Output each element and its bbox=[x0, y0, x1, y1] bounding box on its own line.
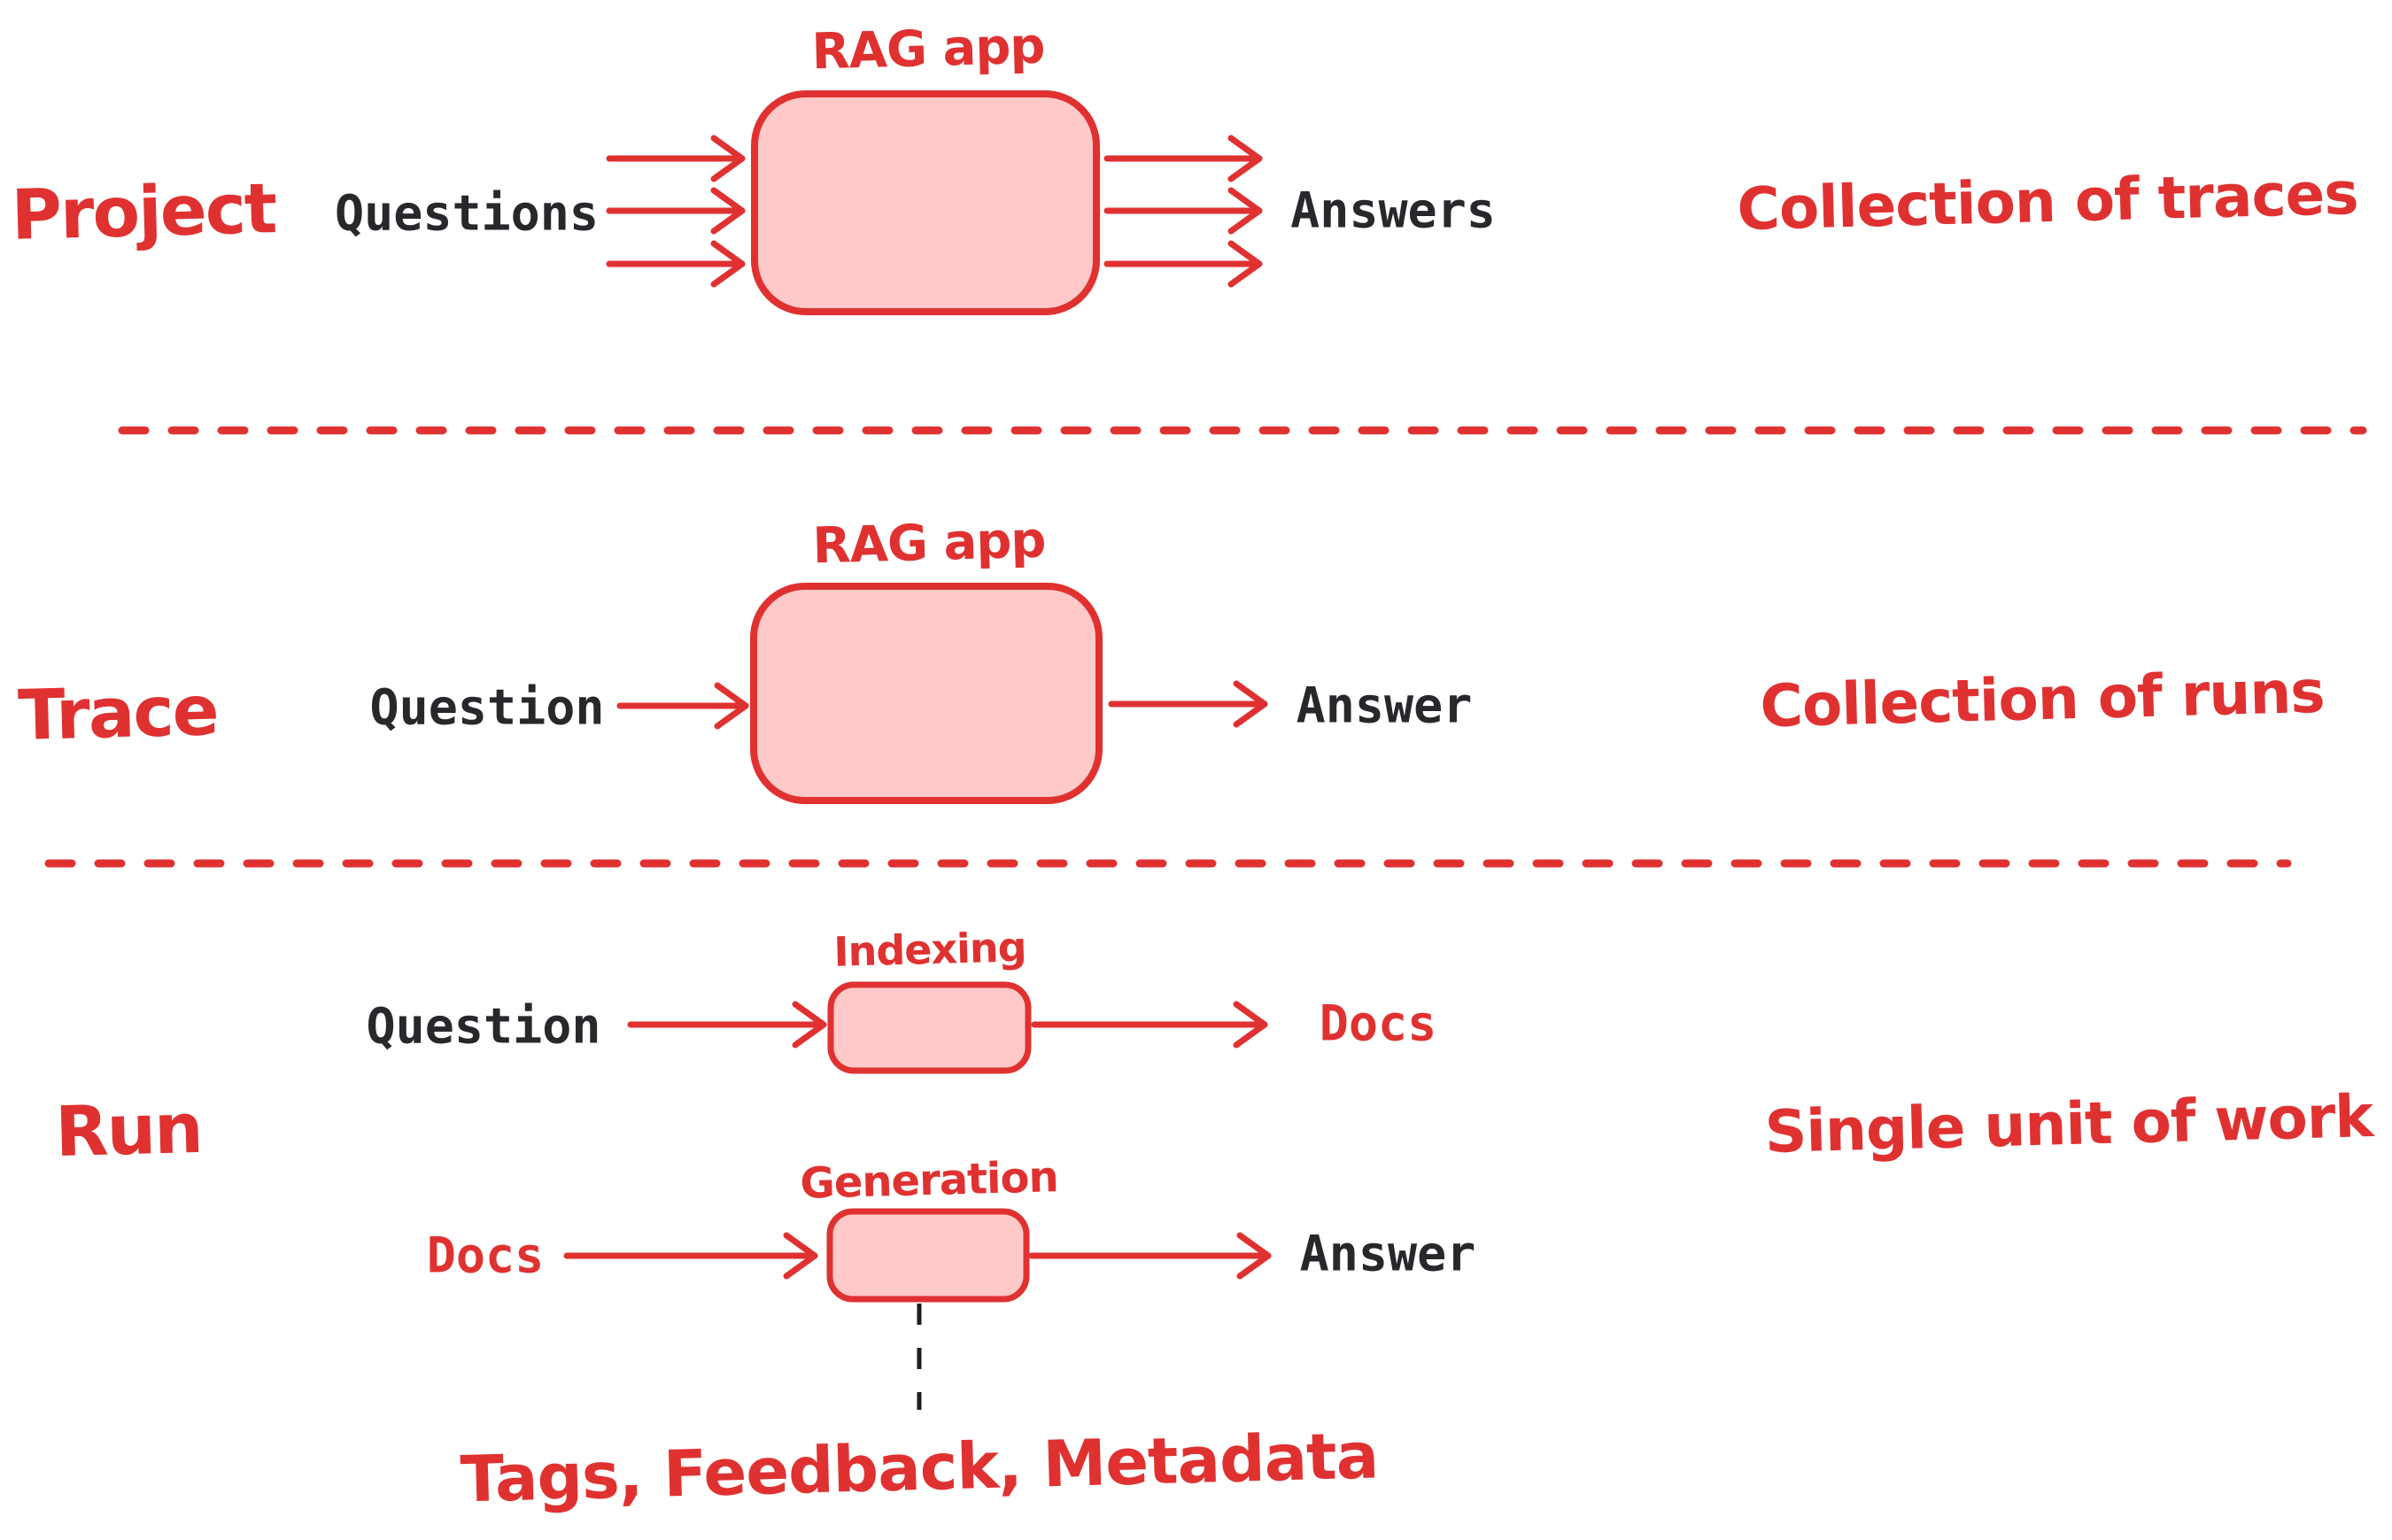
trace-output-label: Answer bbox=[1296, 677, 1473, 734]
generation-label: Generation bbox=[799, 1152, 1059, 1209]
project-output-label: Answers bbox=[1290, 182, 1496, 239]
rag-app-box-trace bbox=[750, 583, 1103, 804]
generation-input-label: Docs bbox=[426, 1227, 545, 1284]
generation-box bbox=[826, 1208, 1030, 1303]
level-label-trace: Trace bbox=[17, 671, 219, 756]
rag-app-label-trace: RAG app bbox=[811, 511, 1047, 576]
project-meaning-label: Collection of traces bbox=[1736, 159, 2359, 244]
trace-meaning-label: Collection of runs bbox=[1759, 657, 2326, 741]
project-input-label: Questions bbox=[334, 184, 600, 242]
rag-app-label-project: RAG app bbox=[810, 17, 1046, 81]
level-label-project: Project bbox=[10, 169, 277, 256]
rag-app-box-project bbox=[751, 90, 1100, 315]
indexing-input-label: Question bbox=[366, 997, 601, 1055]
run-meaning-label: Single unit of work bbox=[1763, 1082, 2374, 1166]
generation-output-label: Answer bbox=[1299, 1225, 1476, 1282]
trace-input-label: Question bbox=[369, 678, 605, 736]
indexing-box bbox=[827, 981, 1032, 1074]
indexing-label: Indexing bbox=[832, 923, 1027, 976]
indexing-output-label: Docs bbox=[1319, 994, 1437, 1052]
level-label-run: Run bbox=[54, 1088, 203, 1173]
